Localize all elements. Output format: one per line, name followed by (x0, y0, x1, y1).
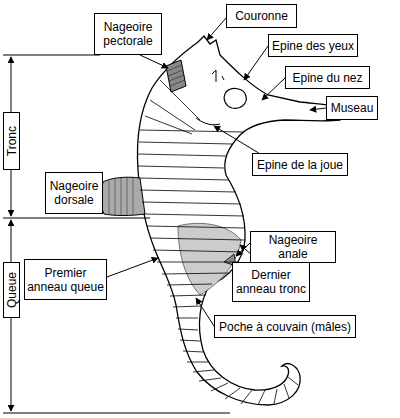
bracket-tick (3, 55, 100, 56)
seahorse-outline (138, 36, 340, 405)
part-label-box: Museau (326, 96, 378, 120)
leader-line (310, 108, 326, 110)
pectoral-fin-rays (167, 65, 185, 86)
part-label: Epine du nez (292, 71, 362, 85)
part-label-box: Poche à couvain (mâles) (214, 315, 356, 338)
dorsal-fin-rays (109, 178, 133, 215)
part-label: Epine des yeux (272, 39, 354, 53)
bracket-tick (3, 413, 230, 414)
part-label: Couronne (235, 9, 288, 23)
part-label-box: Dernier anneau tronc (232, 262, 310, 302)
part-label-box: Queue (3, 262, 20, 318)
leader-line (196, 298, 214, 326)
head-rings (145, 80, 200, 134)
part-label: Poche à couvain (mâles) (219, 320, 351, 334)
part-label-box: Nageoire anale (250, 231, 336, 263)
part-label-box: Nageoire dorsale (45, 172, 103, 214)
part-label: Queue (5, 272, 19, 308)
part-label-box: Tronc (3, 112, 20, 170)
part-label: Tronc (5, 126, 19, 156)
dorsal-fin (101, 177, 145, 215)
leader-line (207, 18, 226, 40)
part-label: Epine de la joue (257, 158, 343, 172)
part-label: Nageoire anale (253, 233, 333, 261)
part-label-box: Epine de la joue (252, 153, 348, 176)
pectoral-fin (166, 60, 186, 92)
part-label: Museau (331, 101, 374, 115)
part-label-box: Epine du nez (285, 66, 370, 89)
part-label: Nageoire dorsale (48, 179, 100, 207)
part-label: Nageoire pectorale (97, 20, 159, 48)
leader-line (262, 78, 285, 100)
leader-line (140, 55, 168, 68)
region-bracket (3, 55, 230, 413)
leader-line (214, 126, 262, 155)
head-mark (212, 70, 224, 82)
leader-line (244, 46, 268, 80)
part-label-box: Epine des yeux (268, 34, 358, 57)
part-label: Premier anneau queue (27, 266, 104, 294)
leader-line (236, 243, 250, 256)
bracket-tick (3, 218, 150, 219)
leader-line (107, 258, 158, 277)
eye (224, 89, 246, 109)
cheek-spine (196, 118, 220, 125)
part-label-box: Nageoire pectorale (94, 13, 162, 55)
part-label-box: Premier anneau queue (24, 259, 107, 300)
part-label: Dernier anneau tronc (235, 268, 307, 296)
part-label-box: Couronne (226, 4, 297, 28)
